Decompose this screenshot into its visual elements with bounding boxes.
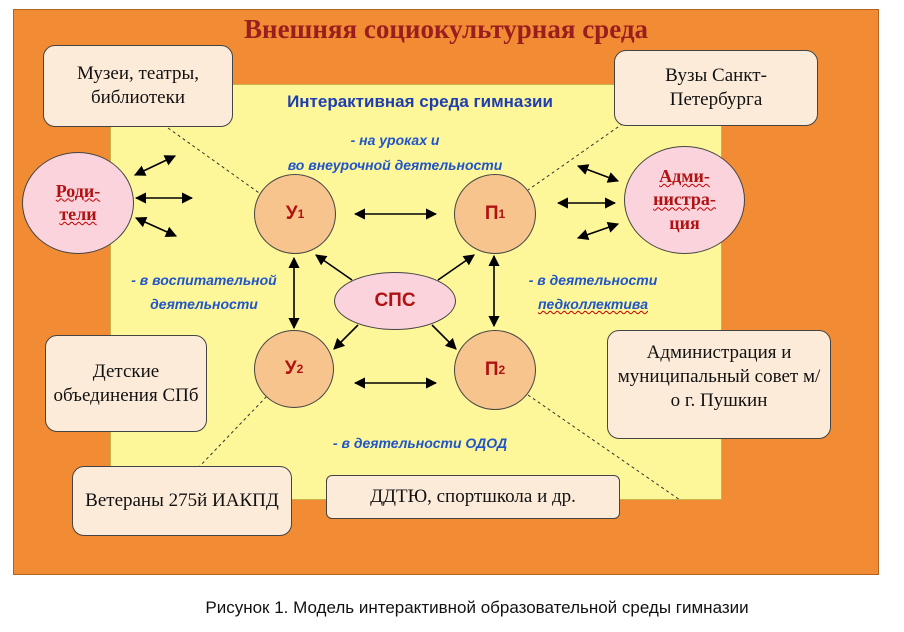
arrow-parents-1 (133, 155, 177, 176)
label-teachers-line-2: педколлектива (538, 296, 648, 312)
arrow-sps-p2 (431, 324, 457, 350)
arrow-admin-3 (576, 222, 620, 240)
diagram-title: Внешняя социокультурная среда (244, 14, 648, 44)
box-children-label: Детские объединения СПб (53, 360, 199, 406)
label-upbringing-line-2: деятельности (150, 296, 258, 312)
label-lessons-line-2: во внеурочной деятельности (287, 157, 503, 173)
dashed-line-universities-p1 (527, 119, 629, 191)
admin-label-line-3: ция (669, 212, 700, 233)
node-u1-label: У (285, 203, 298, 224)
box-ddtyu-label: ДДТЮ, спортшкола и др. (370, 486, 576, 508)
box-administration-municipal: Администрация и муниципальный совет м/о … (607, 330, 831, 439)
box-museums: Музеи, театры, библиотеки (43, 45, 233, 127)
label-upbringing-line-1: - в воспитательной (131, 272, 277, 288)
node-u2-label: У (284, 358, 297, 379)
box-veterans-label: Ветераны 275й ИАКПД (85, 490, 279, 512)
box-children-associations: Детские объединения СПб (45, 335, 207, 432)
inner-area-title: Интерактивная среда гимназии (287, 92, 553, 111)
admin-label-line-1: Адми- (659, 165, 710, 186)
label-odod: - в деятельности ОДОД (300, 432, 540, 454)
dashed-line-p2-ddtyu (527, 394, 681, 501)
arrow-sps-u1 (315, 254, 353, 281)
label-odod-line: - в деятельности ОДОД (332, 435, 508, 451)
arrow-sps-p1 (437, 254, 475, 281)
circle-administration: Адми- нистра- ция (624, 146, 745, 254)
dashed-line-veterans-u2 (197, 394, 269, 469)
node-u1-sub: 1 (297, 207, 305, 221)
box-administration-municipal-label: Администрация и муниципальный совет м/о … (617, 342, 821, 411)
label-lessons-line-1: - на уроках и (350, 132, 440, 148)
arrow-parents-3 (134, 217, 178, 237)
label-lessons: - на уроках и во внеурочной деятельности (270, 128, 520, 178)
node-u2-sub: 2 (296, 362, 304, 376)
box-universities-label: Вузы Санкт-Петербурга (665, 65, 767, 110)
figure-caption: Рисунок 1. Модель интерактивной образова… (205, 598, 749, 617)
node-p1-label: П (484, 203, 499, 224)
node-sps: СПС (334, 272, 456, 330)
box-museums-label: Музеи, театры, библиотеки (77, 63, 199, 108)
arrow-sps-u2 (333, 324, 359, 350)
node-sps-label: СПС (374, 290, 416, 311)
node-p2-sub: 2 (498, 363, 506, 377)
label-teachers: - в деятельности педколлектива (510, 268, 676, 316)
dashed-line-museums-u1 (167, 127, 263, 196)
circle-parents: Роди- тели (22, 152, 134, 254)
label-teachers-line-1: - в деятельности (528, 272, 658, 288)
admin-label-line-2: нистра- (653, 189, 716, 210)
label-upbringing: - в воспитательной деятельности (112, 268, 296, 316)
parents-label-line-2: тели (59, 204, 97, 224)
node-p1-sub: 1 (498, 207, 506, 221)
box-ddtyu: ДДТЮ, спортшкола и др. (326, 475, 620, 519)
arrow-admin-1 (576, 164, 620, 183)
box-universities: Вузы Санкт-Петербурга (614, 50, 818, 126)
parents-label-line-1: Роди- (55, 180, 101, 201)
box-veterans: Ветераны 275й ИАКПД (72, 466, 292, 536)
node-p2-label: П (484, 359, 499, 380)
